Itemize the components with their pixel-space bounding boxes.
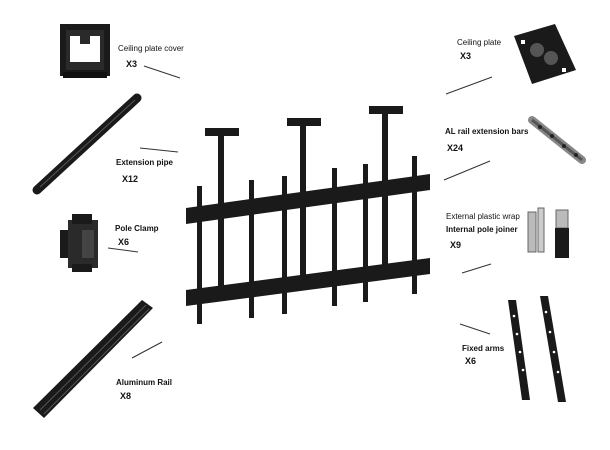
ceiling-plate-qty: X3 xyxy=(460,51,472,61)
ceiling-plate-cover-qty: X3 xyxy=(126,59,138,69)
ceiling-plate-cover-image xyxy=(60,24,110,78)
ceiling-plate-image xyxy=(514,24,576,84)
external-plastic-wrap-label: External plastic wrap xyxy=(446,212,520,221)
extension-pipe-qty: X12 xyxy=(122,174,139,184)
pole-clamp-label: Pole Clamp xyxy=(115,224,159,233)
pole-joiner-image xyxy=(527,207,569,258)
extension-pipe-image xyxy=(32,93,142,195)
extension-pipe-label: Extension pipe xyxy=(116,158,173,167)
fixed-arms-qty: X6 xyxy=(465,356,477,366)
aluminum-rail-image xyxy=(33,300,153,418)
pole-clamp-image xyxy=(60,214,98,272)
leader-lines xyxy=(107,65,493,359)
al-rail-extension-bars-image xyxy=(528,116,586,164)
internal-pole-joiner-label: Internal pole joiner xyxy=(446,225,518,234)
aluminum-rail-qty: X8 xyxy=(120,391,132,401)
pole-clamp-qty: X6 xyxy=(118,237,130,247)
fixed-arms-label: Fixed arms xyxy=(462,344,505,353)
al-rail-extension-bars-label: AL rail extension bars xyxy=(445,127,529,136)
internal-pole-joiner-qty: X9 xyxy=(450,240,462,250)
ceiling-plate-label: Ceiling plate xyxy=(457,38,502,47)
aluminum-rail-label: Aluminum Rail xyxy=(116,378,173,387)
al-rail-extension-bars-qty: X24 xyxy=(447,143,464,153)
mount-assembly-image xyxy=(186,106,430,324)
fixed-arms-image xyxy=(508,296,566,402)
ceiling-plate-cover-label: Ceiling plate cover xyxy=(118,44,184,53)
